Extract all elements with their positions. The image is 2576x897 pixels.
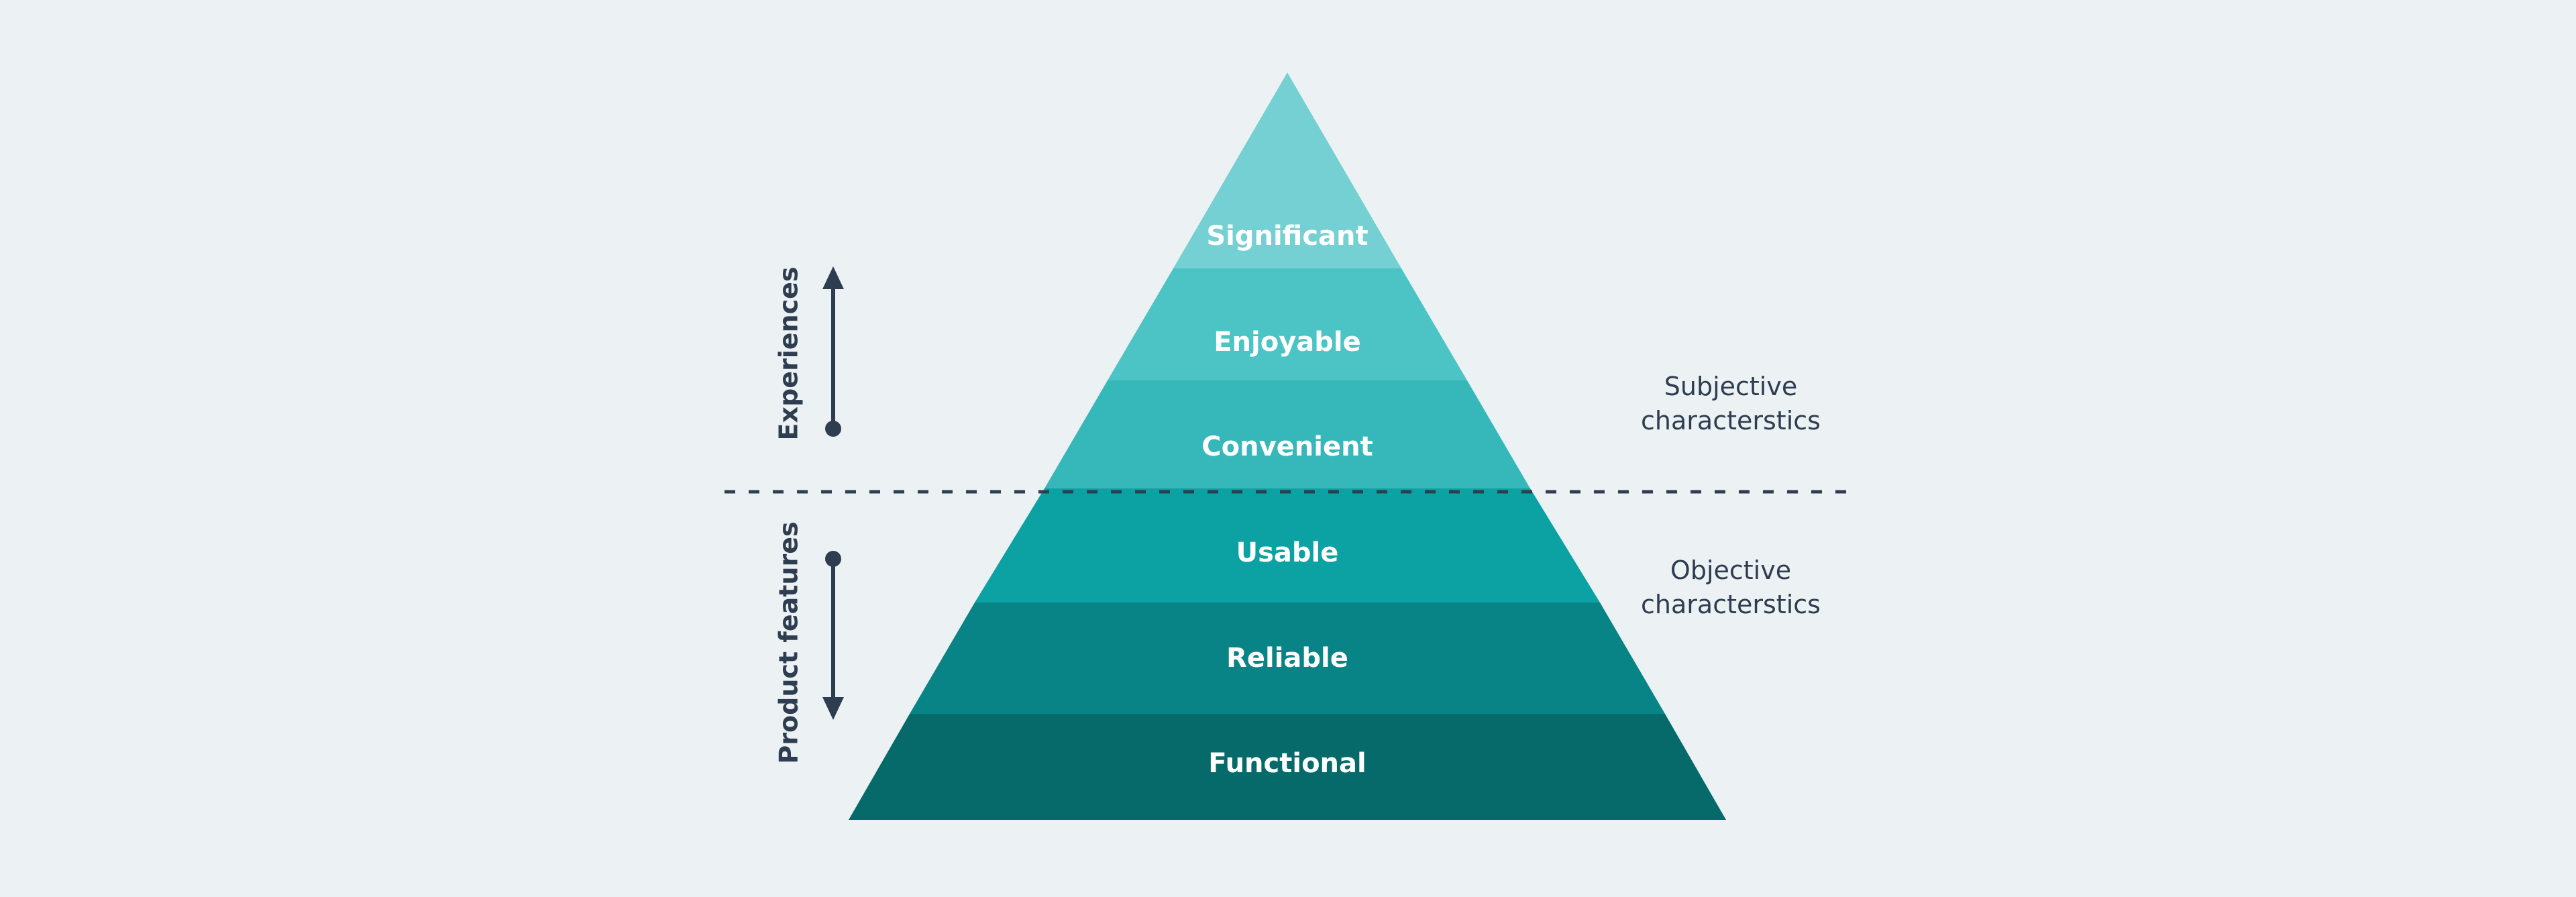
product-features-label: Product features [774, 521, 804, 763]
layer-functional [849, 714, 1726, 820]
layer-label-convenient: Convenient [1201, 431, 1373, 462]
layer-label-usable: Usable [1236, 537, 1339, 568]
layer-label-significant: Significant [1206, 221, 1368, 252]
pyramid [849, 72, 1726, 820]
layer-enjoyable [1108, 268, 1467, 380]
arrow-down-icon [822, 697, 844, 720]
objective-note-line1: Objective [1670, 556, 1791, 585]
layer-label-functional: Functional [1208, 748, 1366, 779]
experiences-arrow-dot [825, 421, 841, 437]
layer-label-enjoyable: Enjoyable [1214, 327, 1361, 358]
layer-significant [1173, 72, 1401, 268]
arrow-up-icon [822, 266, 844, 289]
layer-reliable [910, 602, 1665, 714]
layer-usable [975, 488, 1600, 602]
product-features-arrow [822, 551, 844, 720]
subjective-note-line1: Subjective [1664, 372, 1797, 401]
layer-label-reliable: Reliable [1226, 643, 1348, 674]
layer-convenient [1044, 380, 1530, 488]
experiences-label: Experiences [774, 267, 804, 441]
objective-note-line2: characterstics [1641, 590, 1821, 619]
experiences-arrow [822, 266, 844, 437]
subjective-note-line2: characterstics [1641, 406, 1821, 435]
